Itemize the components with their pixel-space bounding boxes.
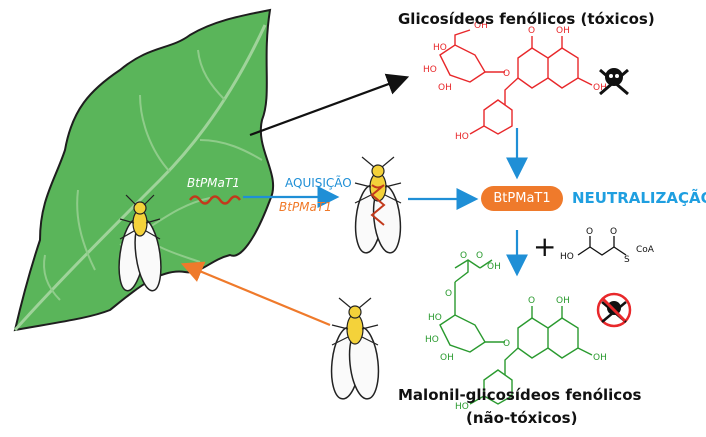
malonyl-coa-structure [577,236,627,256]
atom-ho: HO [428,313,442,323]
atom-o: O [503,69,510,79]
nontoxic-atom-labels: O O OH O HO HO OH O O OH OH HO [425,251,607,412]
nontoxic-compound-subtitle: (não-tóxicos) [466,409,578,427]
arrow-fly-to-leaf [180,261,331,327]
atom-oh: OH [487,262,501,272]
atom-ho: HO [423,65,437,75]
atom-ho: HO [455,132,469,142]
atom-ho: HO [455,402,469,412]
crossed-skull-icon [596,292,632,328]
whitefly-on-leaf [118,194,162,292]
nontoxic-compound-title: Malonil-glicosídeos fenólicos [398,386,642,404]
skull-crossbones-icon [599,68,629,96]
toxic-compound-title: Glicosídeos fenólicos (tóxicos) [398,10,655,28]
plus-sign: + [533,230,557,263]
gene-label-fly: BtPMaT1 [279,200,332,214]
leaf [13,8,275,332]
atom-coa: CoA [636,245,655,255]
atom-oh: OH [474,21,488,31]
gene-label-leaf: BtPMaT1 [187,176,240,190]
gene-wave-leaf [188,195,242,205]
arrow-leaf-to-toxic [249,73,410,137]
atom-o: O [445,289,452,299]
atom-oh: OH [556,296,570,306]
neutralization-label: NEUTRALIZAÇÃO [572,189,706,207]
atom-ho: HO [433,43,447,53]
acquisition-label: AQUISIÇÃO [285,176,352,190]
enzyme-pill: BtPMaT1 [481,186,563,211]
atom-o: O [586,227,593,237]
atom-o: O [476,251,483,261]
atom-o: O [610,227,617,237]
atom-oh: OH [593,353,607,363]
malonyl-coa-labels: HO O O S CoA [560,227,655,265]
atom-ho: HO [560,252,574,262]
atom-oh: OH [593,83,607,93]
atom-o: O [460,251,467,261]
nontoxic-glycoside-structure [439,259,593,405]
whitefly-bottom [330,297,380,400]
atom-s: S [624,255,630,265]
toxic-atom-labels: OH HO HO OH O O OH OH HO [423,21,607,142]
atom-oh: OH [556,26,570,36]
atom-o: O [503,339,510,349]
atom-o: O [528,296,535,306]
atom-oh: OH [438,83,452,93]
toxic-glycoside-structure [439,29,593,135]
atom-o: O [528,26,535,36]
atom-oh: OH [440,353,454,363]
whitefly-center [354,156,402,254]
atom-ho: HO [425,335,439,345]
